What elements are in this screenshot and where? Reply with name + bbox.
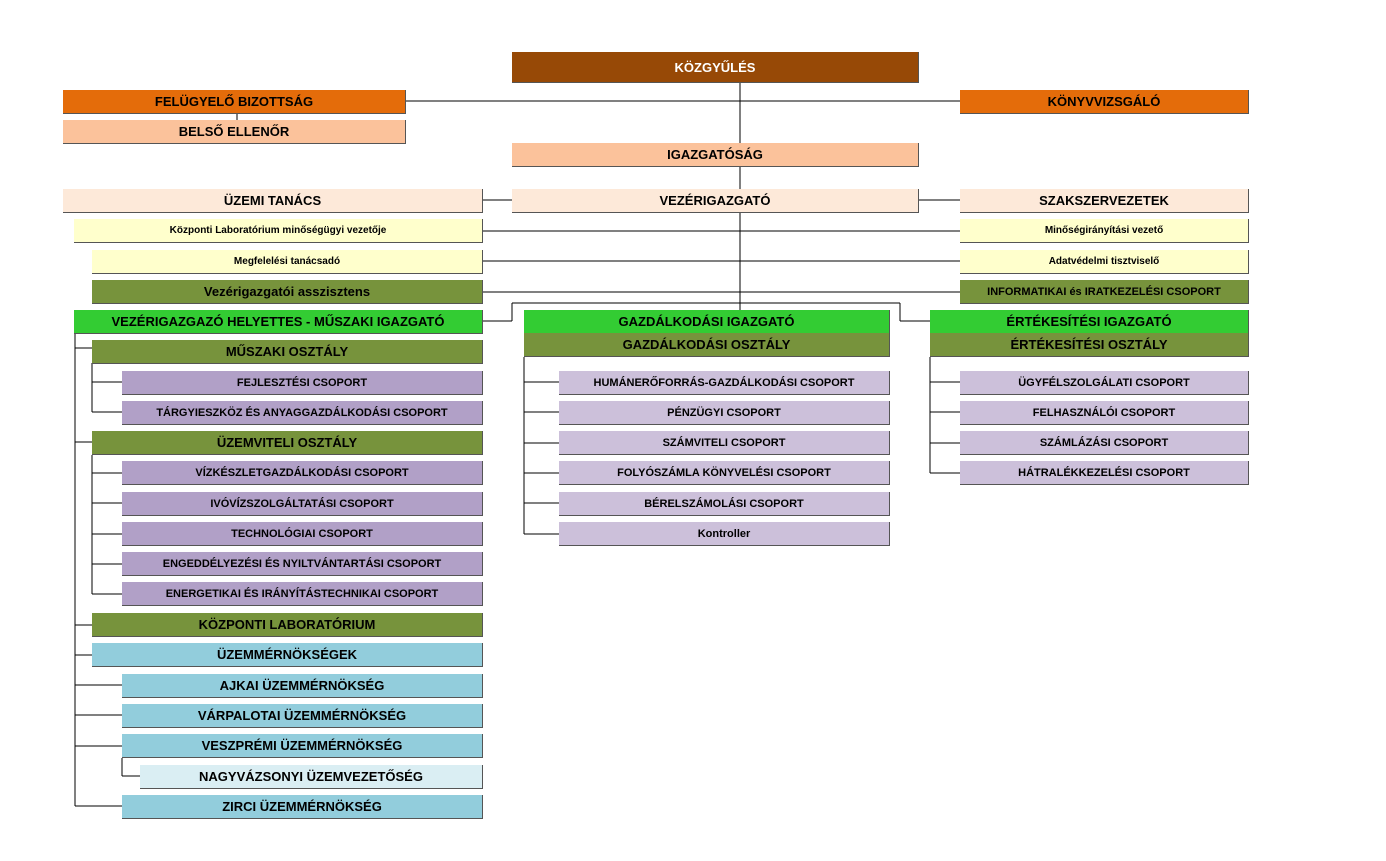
vezerigazgatoi-asszisztens-box: Vezérigazgatói asszisztens <box>92 280 483 304</box>
vizkeszlet-csoport-box: VÍZKÉSZLETGAZDÁLKODÁSI CSOPORT <box>122 461 483 485</box>
penzugyi-csoport-box: PÉNZÜGYI CSOPORT <box>559 401 890 425</box>
uzemi-tanacs-box: ÜZEMI TANÁCS <box>63 189 483 213</box>
szamviteli-csoport-box: SZÁMVITELI CSOPORT <box>559 431 890 455</box>
humaneroforras-csoport-box: HUMÁNERŐFORRÁS-GAZDÁLKODÁSI CSOPORT <box>559 371 890 395</box>
energetikai-csoport-box: ENERGETIKAI ÉS IRÁNYÍTÁSTECHNIKAI CSOPOR… <box>122 582 483 606</box>
ugyfelszolgalati-csoport-box: ÜGYFÉLSZOLGÁLATI CSOPORT <box>960 371 1249 395</box>
veszpremi-uzemmernokseg-box: VESZPRÉMI ÜZEMMÉRNÖKSÉG <box>122 734 483 758</box>
megfelelesi-tanacsado-box: Megfelelési tanácsadó <box>92 250 483 274</box>
minosegiranyitasi-vezeto-box: Minőségirányítási vezető <box>960 219 1249 243</box>
kozgyules-box: KÖZGYŰLÉS <box>512 52 919 83</box>
igazgatosag-box: IGAZGATÓSÁG <box>512 143 919 167</box>
belso-ellenor-box: BELSŐ ELLENŐR <box>63 120 406 144</box>
varpalotai-uzemmernokseg-box: VÁRPALOTAI ÜZEMMÉRNÖKSÉG <box>122 704 483 728</box>
uzemmernoksegek-box: ÜZEMMÉRNÖKSÉGEK <box>92 643 483 667</box>
szamlazasi-csoport-box: SZÁMLÁZÁSI CSOPORT <box>960 431 1249 455</box>
konyvvizsgalo-box: KÖNYVVIZSGÁLÓ <box>960 90 1249 114</box>
uzemviteli-osztaly-box: ÜZEMVITELI OSZTÁLY <box>92 431 483 455</box>
engedelyezesi-csoport-box: ENGEDDÉLYEZÉSI ÉS NYILTVÁNTARTÁSI CSOPOR… <box>122 552 483 576</box>
ivoviz-csoport-box: IVÓVÍZSZOLGÁLTATÁSI CSOPORT <box>122 492 483 516</box>
kontroller-box: Kontroller <box>559 522 890 546</box>
adatvedelmi-tisztviselo-box: Adatvédelmi tisztviselő <box>960 250 1249 274</box>
gazdalkodasi-osztaly-box: GAZDÁLKODÁSI OSZTÁLY <box>524 333 890 357</box>
szakszervezetek-box: SZAKSZERVEZETEK <box>960 189 1249 213</box>
gazdalkodasi-igazgato-box: GAZDÁLKODÁSI IGAZGATÓ <box>524 310 890 334</box>
ertekesitesi-osztaly-box: ÉRTÉKESÍTÉSI OSZTÁLY <box>930 333 1249 357</box>
vezerigazgato-box: VEZÉRIGAZGATÓ <box>512 189 919 213</box>
ajkai-uzemmernokseg-box: AJKAI ÜZEMMÉRNÖKSÉG <box>122 674 483 698</box>
kozponti-laboratorium-box: KÖZPONTI LABORATÓRIUM <box>92 613 483 637</box>
folyoszamla-csoport-box: FOLYÓSZÁMLA KÖNYVELÉSI CSOPORT <box>559 461 890 485</box>
felhasznaloi-csoport-box: FELHASZNÁLÓI CSOPORT <box>960 401 1249 425</box>
berelszamolasi-csoport-box: BÉRELSZÁMOLÁSI CSOPORT <box>559 492 890 516</box>
muszaki-igazgato-box: VEZÉRIGAZGAZÓ HELYETTES - MŰSZAKI IGAZGA… <box>74 310 483 334</box>
technologiai-csoport-box: TECHNOLÓGIAI CSOPORT <box>122 522 483 546</box>
fejlesztesi-csoport-box: FEJLESZTÉSI CSOPORT <box>122 371 483 395</box>
targyieszkoz-csoport-box: TÁRGYIESZKÖZ ÉS ANYAGGAZDÁLKODÁSI CSOPOR… <box>122 401 483 425</box>
ertekesitesi-igazgato-box: ÉRTÉKESÍTÉSI IGAZGATÓ <box>930 310 1249 334</box>
hatralekkezelesi-csoport-box: HÁTRALÉKKEZELÉSI CSOPORT <box>960 461 1249 485</box>
informatikai-csoport-box: INFORMATIKAI és IRATKEZELÉSI CSOPORT <box>960 280 1249 304</box>
felugyelo-bizottsag-box: FELÜGYELŐ BIZOTTSÁG <box>63 90 406 114</box>
minosegugyi-vezeto-box: Központi Laboratórium minőségügyi vezető… <box>74 219 483 243</box>
zirci-uzemmernokseg-box: ZIRCI ÜZEMMÉRNÖKSÉG <box>122 795 483 819</box>
muszaki-osztaly-box: MŰSZAKI OSZTÁLY <box>92 340 483 364</box>
nagyvazsonyi-uzemvezetoseg-box: NAGYVÁZSONYI ÜZEMVEZETŐSÉG <box>140 765 483 789</box>
